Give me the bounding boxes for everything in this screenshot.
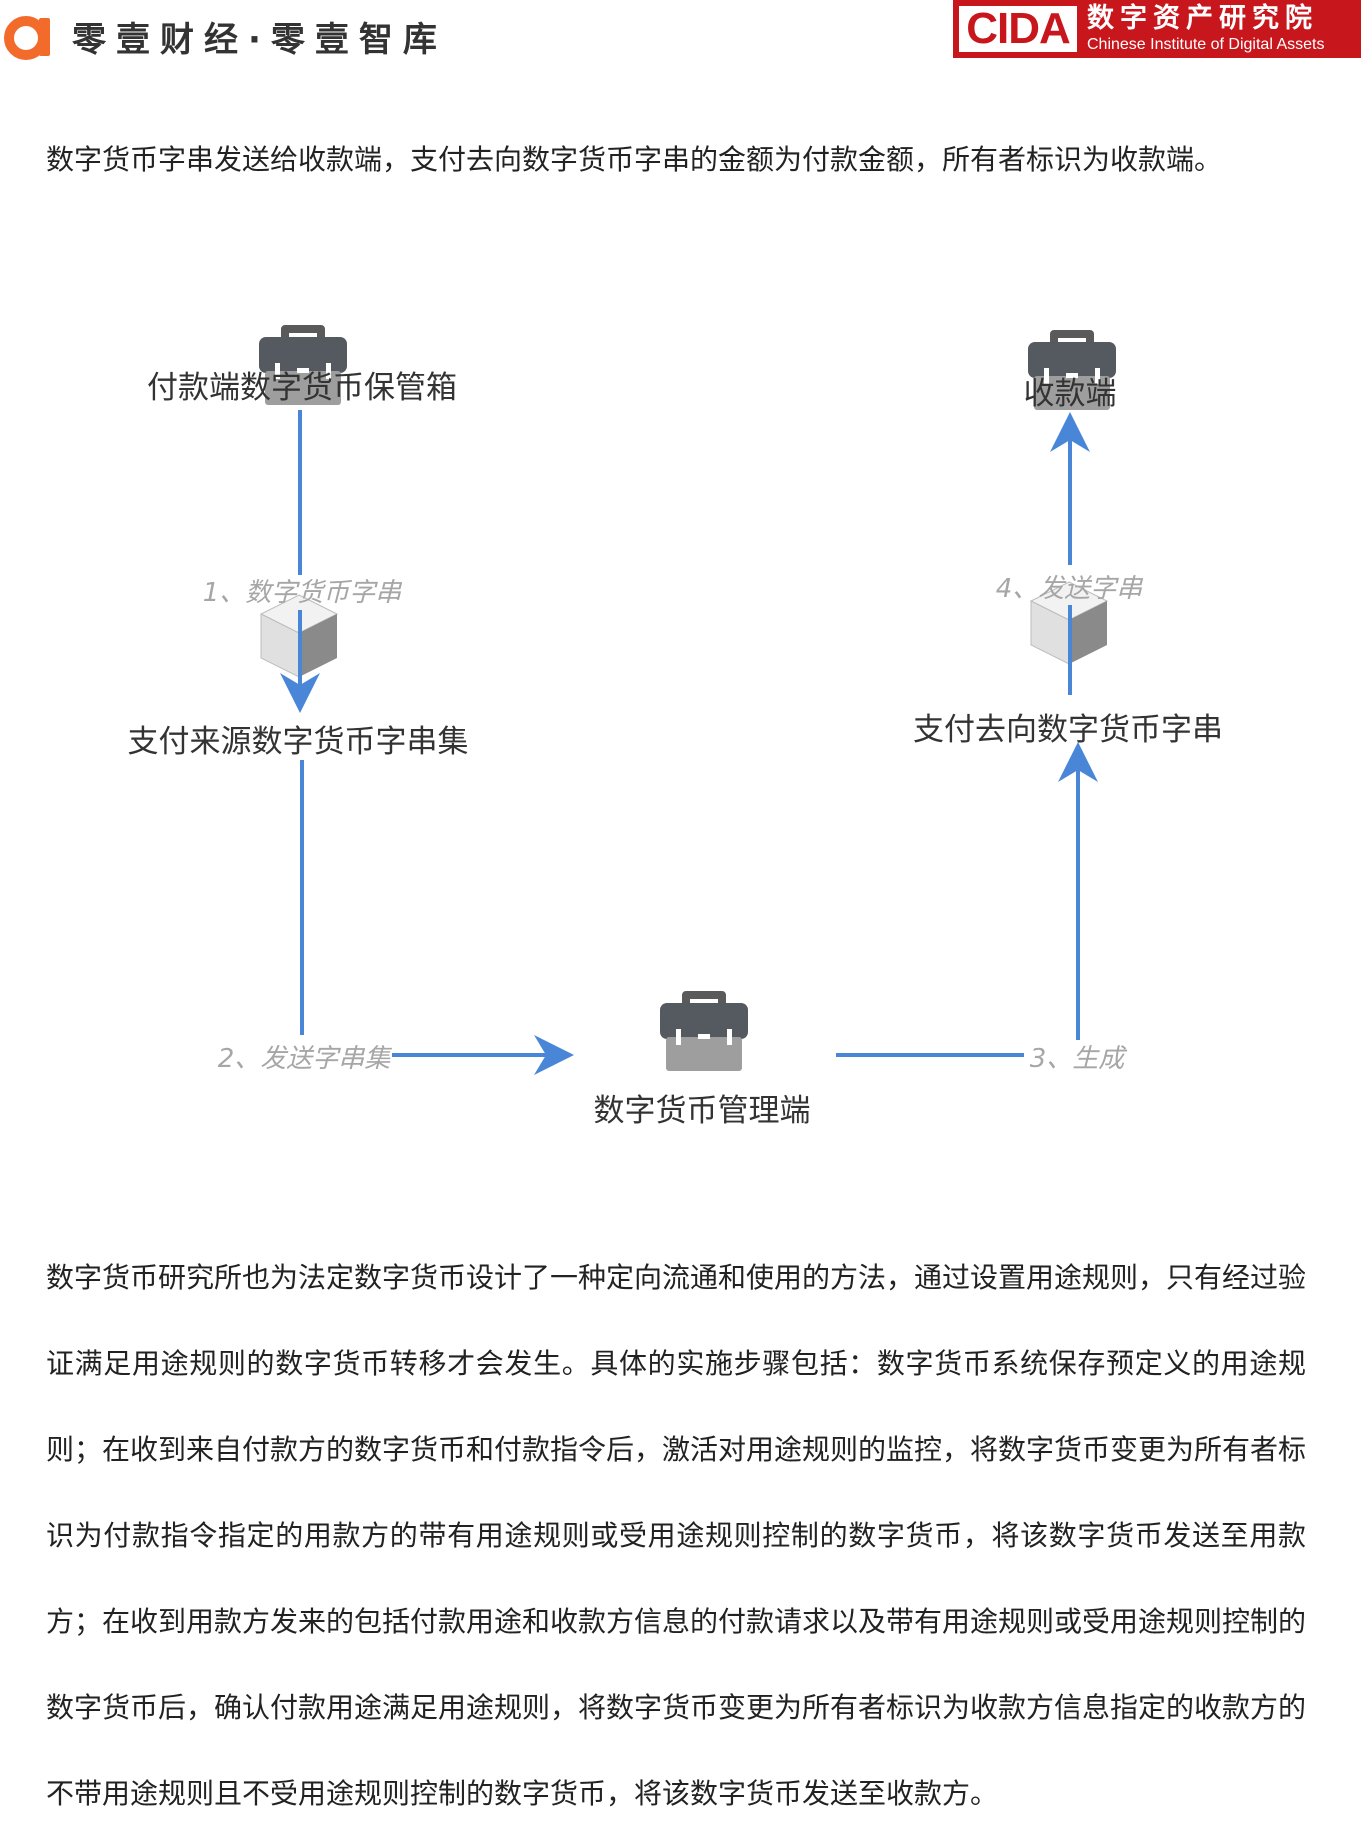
cida-logo: CIDA 数字资产研究院 Chinese Institute of Digita… [953,0,1361,58]
flow-diagram-canvas [259,325,1116,1075]
node-target-string: 支付去向数字货币字串 [913,712,1223,748]
node-payee: 收款端 [1023,376,1117,412]
brand-logo-icon [4,16,50,60]
body-paragraph: 数字货币研究所也为法定数字货币设计了一种定向流通和使用的方法，通过设置用途规则，… [46,1261,1307,1810]
intro-paragraph: 数字货币字串发送给收款端，支付去向数字货币字串的金额为付款金额，所有者标识为收款… [46,143,1223,176]
arrow-step3 [836,742,1098,1057]
edge-label-step1: 1、数字货币字串 [202,578,402,608]
cida-name-cn: 数字资产研究院 [1087,3,1318,34]
edge-label-step2: 2、发送字串集 [217,1044,391,1074]
cida-names: 数字资产研究院 Chinese Institute of Digital Ass… [1087,3,1324,55]
target-cube-icon [1029,581,1109,665]
node-payer-box: 付款端数字货币保管箱 [147,370,457,406]
node-source-set: 支付来源数字货币字串集 [127,724,469,760]
payer-briefcase-icon [259,325,347,405]
manager-briefcase-icon [660,991,748,1071]
brand-name: 零壹财经·零壹智库 [72,19,447,60]
brand-header: 零壹财经·零壹智库 [0,6,447,66]
payee-briefcase-icon [1028,330,1116,410]
cida-name-en: Chinese Institute of Digital Assets [1087,36,1325,53]
edge-label-step3: 3、生成 [1029,1044,1125,1074]
edge-label-step4: 4、发送字串 [995,574,1143,604]
arrow-step2 [300,760,574,1075]
flow-diagram: 付款端数字货币保管箱 支付来源数字货币字串集 数字货币管理端 支付去向数字货币字… [0,300,1361,1160]
node-manager: 数字货币管理端 [593,1093,811,1129]
cida-abbr-box: CIDA [959,6,1077,52]
cida-abbr: CIDA [966,4,1071,53]
